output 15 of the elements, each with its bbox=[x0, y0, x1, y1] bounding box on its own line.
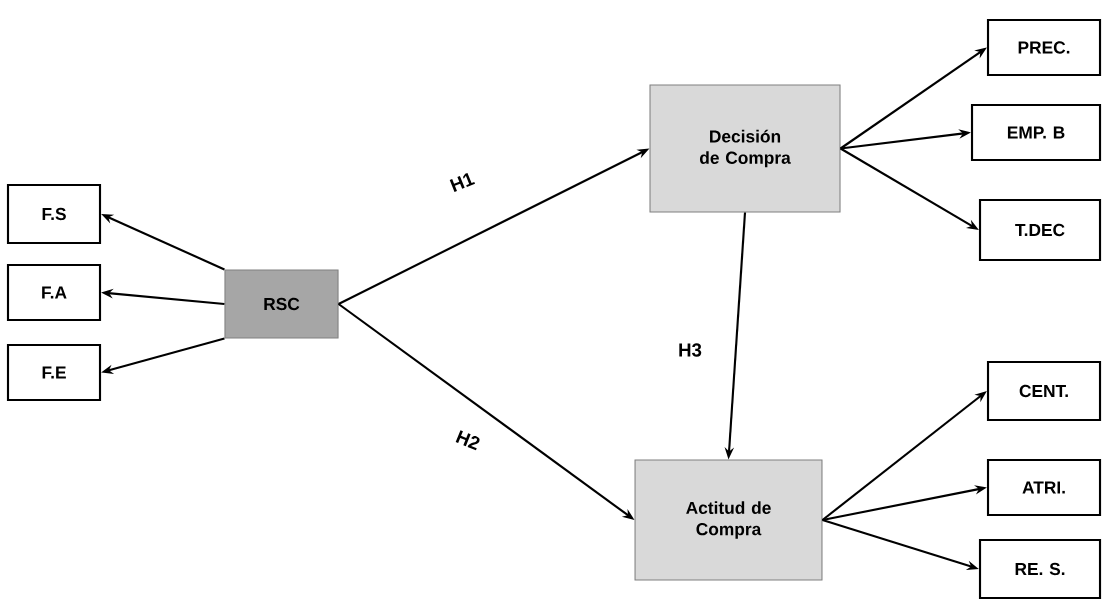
indicator-box: F.E bbox=[6, 343, 102, 402]
edge-label: H3 bbox=[679, 343, 702, 357]
construct-box: Decisión de Compra bbox=[649, 84, 841, 213]
indicator-box: F.A bbox=[6, 263, 102, 322]
indicator-box: CENT. bbox=[986, 360, 1102, 422]
indicator-box: PREC. bbox=[986, 18, 1102, 77]
indicator-box: RE. S. bbox=[978, 538, 1102, 600]
edge-label: H2 bbox=[455, 430, 480, 451]
indicator-box: ATRI. bbox=[986, 458, 1102, 517]
construct-box: Actitud de Compra bbox=[634, 459, 823, 581]
construct-box: RSC bbox=[224, 269, 339, 339]
edge-label: H1 bbox=[449, 172, 475, 192]
indicator-box: EMP. B bbox=[970, 103, 1102, 162]
indicator-box: F.S bbox=[6, 183, 102, 245]
indicator-box: T.DEC bbox=[978, 198, 1102, 262]
